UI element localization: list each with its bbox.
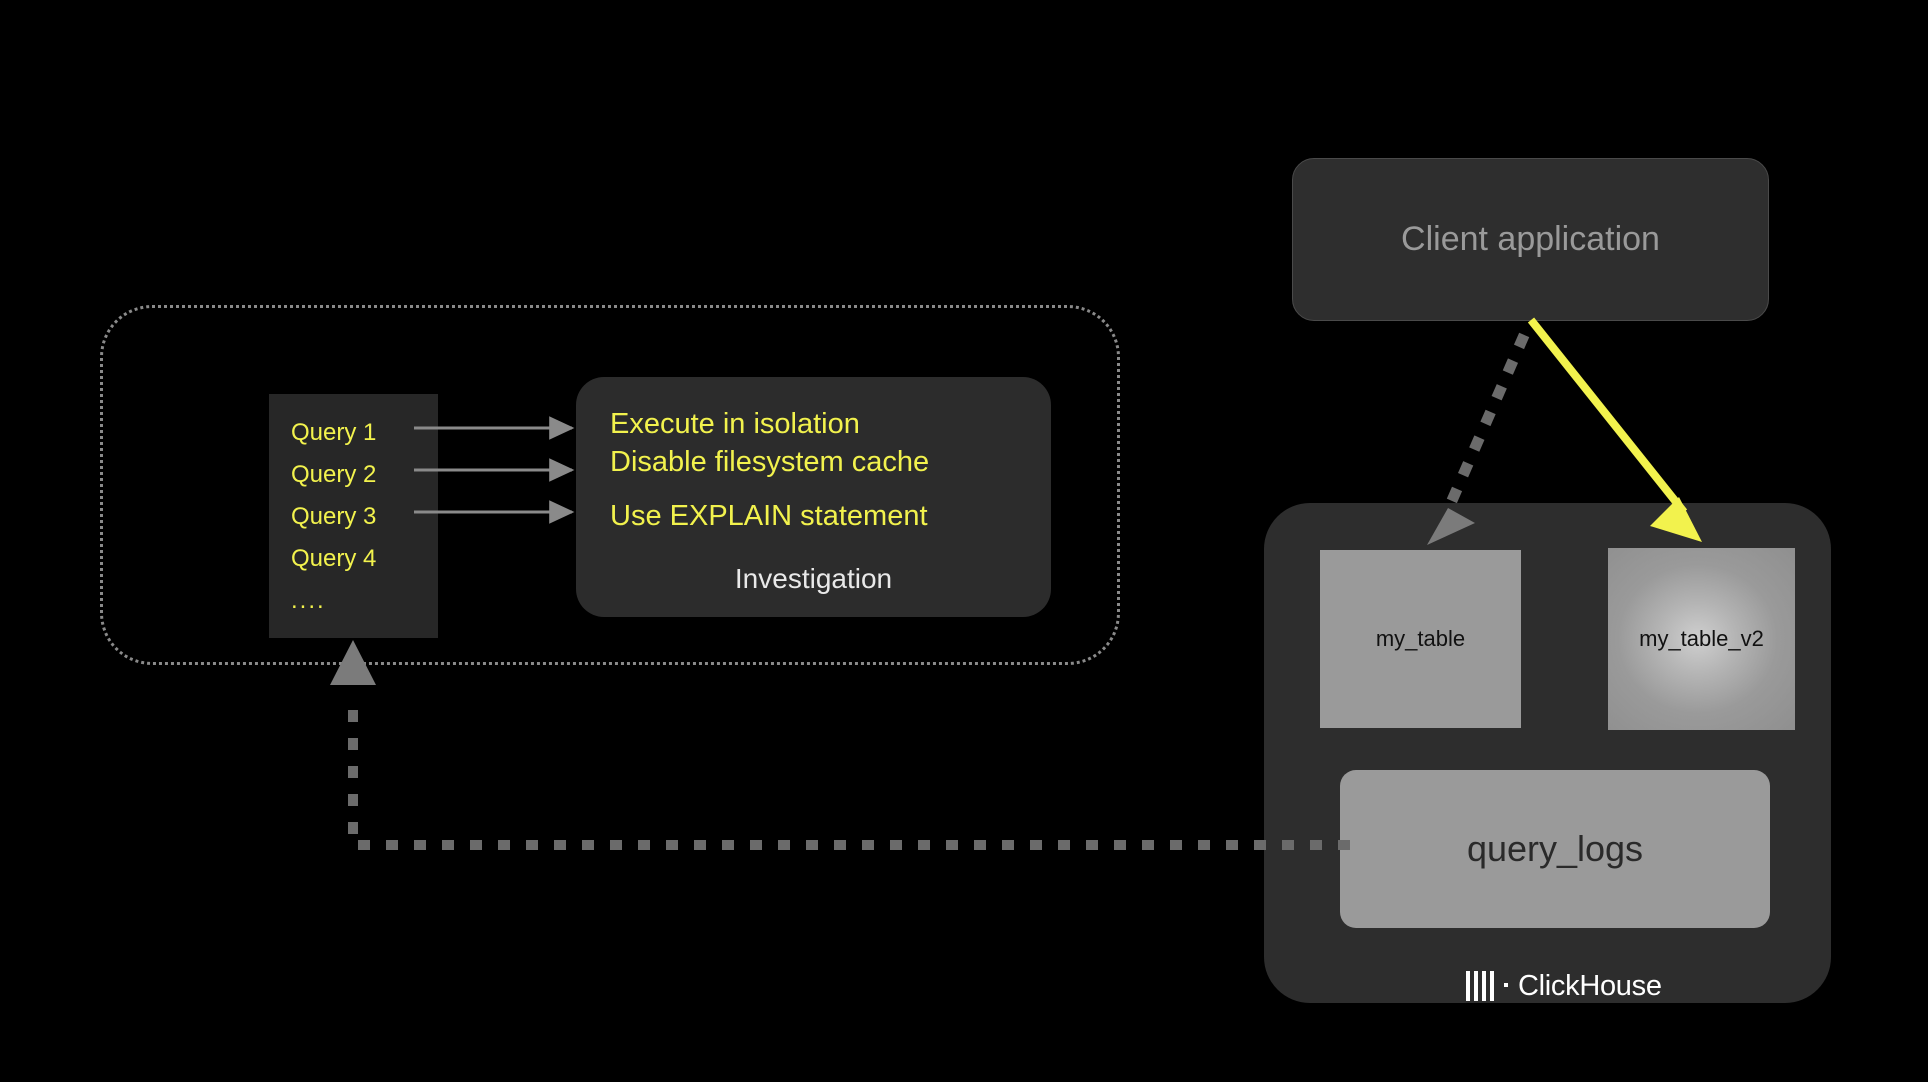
list-item-ellipsis: .... [291, 587, 326, 614]
table-label: query_logs [1466, 828, 1644, 869]
investigation-card[interactable]: Execute in isolation Disable filesystem … [576, 377, 1051, 617]
investigation-line-1: Execute in isolation [610, 408, 860, 440]
table-box-my-table[interactable]: my_table [1320, 550, 1521, 728]
clickhouse-bars-icon [1466, 971, 1494, 1001]
table-box-query-logs[interactable]: query_logs [1340, 770, 1770, 928]
clickhouse-wordmark: ClickHouse [1518, 969, 1662, 1002]
table-label: my_table_v2 [1639, 626, 1764, 651]
investigation-card-title: Investigation [734, 563, 893, 594]
client-application-label: Client application [1401, 220, 1660, 258]
clickhouse-logo: ClickHouse [1466, 965, 1686, 1007]
investigation-line-2: Disable filesystem cache [610, 446, 930, 478]
investigation-line-3: Use EXPLAIN statement [610, 500, 928, 532]
query-list-box[interactable]: Query 1 Query 2 Query 3 Query 4 .... [269, 394, 438, 638]
connector-client-to-my-table-v2 [1527, 317, 1688, 515]
list-item: Query 3 [291, 503, 377, 530]
list-item: Query 1 [291, 419, 377, 446]
connector-client-to-my-table [1439, 332, 1530, 520]
clickhouse-dot-icon [1504, 983, 1508, 987]
client-application-box[interactable]: Client application [1292, 158, 1769, 321]
connector-query-logs-to-query-list [348, 685, 1350, 850]
investigation-group-container [100, 305, 1120, 665]
list-item: Query 4 [291, 545, 377, 572]
table-label: my_table [1375, 626, 1466, 651]
table-box-my-table-v2[interactable]: my_table_v2 [1608, 548, 1795, 730]
list-item: Query 2 [291, 461, 377, 488]
